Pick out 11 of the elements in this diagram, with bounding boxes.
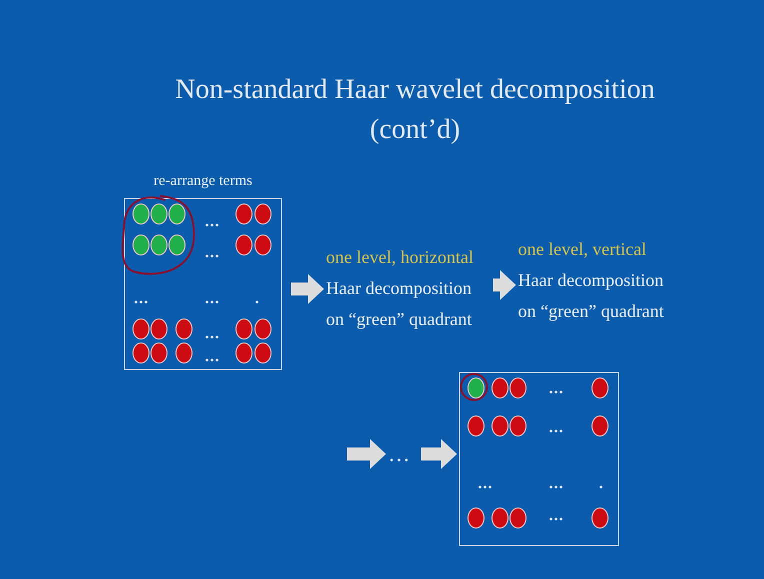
block-arrow bbox=[493, 270, 516, 300]
step-heading: one level, horizontal bbox=[326, 246, 474, 269]
ellipsis-text: … bbox=[388, 440, 411, 468]
matrix-heading: re-arrange terms bbox=[152, 172, 254, 190]
step-description: Haar decomposition on “green” quadrant bbox=[326, 277, 473, 331]
step-description: Haar decomposition on “green” quadrant bbox=[518, 269, 665, 323]
step-heading: one level, vertical bbox=[518, 238, 648, 261]
block-arrow bbox=[421, 439, 457, 469]
slide-title: Non-standard Haar wavelet decomposition (cont’d) bbox=[174, 73, 656, 147]
block-arrow bbox=[347, 439, 386, 469]
block-arrow bbox=[291, 274, 324, 304]
